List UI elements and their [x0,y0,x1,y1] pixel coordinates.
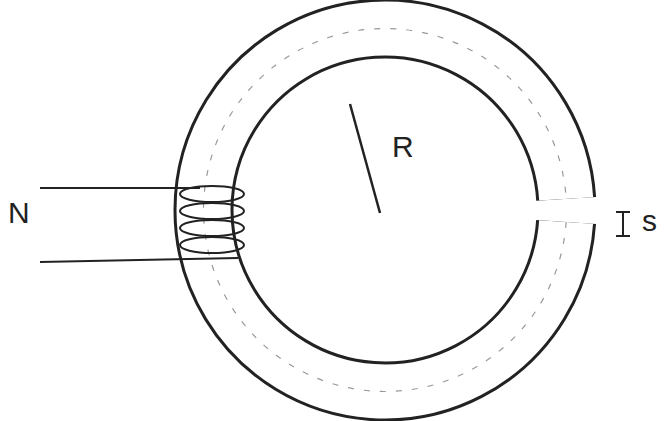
toroid-core [204,29,567,392]
radius-line [350,104,380,213]
core-body [204,29,567,392]
coil-turn [180,186,244,202]
coil-turn [180,220,244,236]
core-outline [204,29,567,392]
coil-turn [180,237,244,253]
radius-label: R [392,132,414,162]
gap-marker [616,212,630,236]
turns-label: N [8,198,30,228]
lead-wire [40,187,200,189]
coil-winding [40,186,244,262]
lead-wire [40,258,238,262]
gap-label: s [642,206,657,236]
coil-turn [180,203,244,219]
flux-path [204,29,567,392]
